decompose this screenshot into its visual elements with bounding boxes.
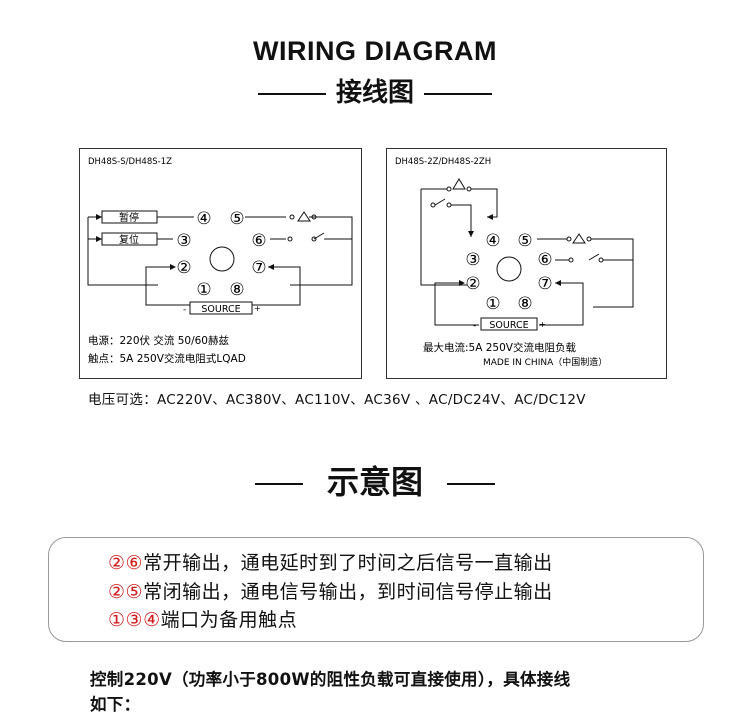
terminal-1-r: ① (485, 294, 500, 314)
terminal-1: ① (196, 280, 211, 300)
terminal-5: ⑤ (229, 209, 244, 229)
terminal-4-r: ④ (485, 231, 500, 251)
terminal-3: ③ (176, 231, 191, 251)
section-title-schematic: 示意图 (0, 457, 750, 503)
contact-r-d (598, 257, 604, 263)
switch-top (434, 198, 446, 206)
source-plus: + (254, 304, 261, 313)
terminal-7: ⑦ (251, 258, 266, 278)
terminal-2-r: ② (465, 274, 480, 294)
terminal-8-r: ⑧ (517, 294, 532, 314)
title-chinese-text: 接线图 (335, 78, 414, 108)
source-minus: - (183, 305, 186, 315)
socket-key (209, 246, 235, 272)
wiring-diagram-right: DH48S-2Z/DH48S-2ZH ④ ⑤ ③ ⑥ ② ⑦ ① (395, 157, 634, 368)
contact-r-a (566, 236, 572, 242)
made-in-china: MADE IN CHINA（中国制造） (483, 356, 607, 368)
arrow-7-r (555, 280, 561, 286)
source-plus-right: + (539, 320, 546, 329)
contact-spec: 触点：5A 250V交流电阻式LQAD (88, 352, 246, 365)
socket-key-right (496, 256, 522, 282)
arrow-reset (96, 236, 102, 242)
title-english: WIRING DIAGRAM (253, 36, 497, 66)
terminal-3-r: ③ (465, 250, 480, 270)
contact-sw-a (430, 202, 436, 208)
model-label-right: DH48S-2Z/DH48S-2ZH (395, 157, 491, 167)
wiring-panel-right: DH48S-2Z/DH48S-2ZH ④ ⑤ ③ ⑥ ② ⑦ ① (386, 148, 667, 379)
terminal-6: ⑥ (251, 231, 266, 251)
load-symbol-top (452, 178, 466, 190)
load-symbol-right (572, 233, 586, 244)
source-minus-right: - (473, 321, 476, 331)
source-label: SOURCE (201, 304, 240, 315)
arrow-3 (468, 231, 474, 237)
title-rule-left (257, 92, 326, 95)
note-terminal-nums: ①③④ (108, 609, 161, 631)
source-box-right (480, 317, 538, 331)
source-box (189, 301, 253, 315)
arrow-2-r (459, 280, 465, 286)
wire-2-to-source (145, 266, 190, 306)
wire-7-to-source (252, 266, 301, 306)
terminal-7-r: ⑦ (537, 274, 552, 294)
terminal-5-r: ⑤ (517, 231, 532, 251)
wiring-diagram-left: DH48S-S/DH48S-1Z 暂停 复位 ④ ⑤ ③ ⑥ (87, 157, 353, 365)
title-chinese: 接线图 (0, 72, 750, 109)
wiring-instruction-line-1: 控制220V（功率小于800W的阻性负载可直接使用），具体接线 (90, 670, 571, 689)
contact-r-c (568, 257, 574, 263)
wire-right-outer-rail (591, 238, 634, 308)
wire-left-outer-rail (420, 189, 467, 286)
terminal-8: ⑧ (229, 280, 244, 300)
arrow-2 (170, 264, 176, 270)
notes-box (48, 537, 704, 642)
contact-point-a (289, 214, 295, 220)
note-text: 常开输出，通电延时到了时间之后信号一直输出 (143, 552, 553, 574)
contact-sw-b (446, 202, 452, 208)
wire-to-3 (451, 204, 472, 237)
section-rule-left (254, 483, 303, 485)
wire-top-right (471, 188, 498, 218)
reset-button-label: 复位 (119, 233, 139, 246)
note-line-3: ①③④端口为备用触点 (108, 605, 297, 632)
section-title-text: 示意图 (326, 463, 423, 501)
wire-2-to-source-r (434, 282, 479, 326)
note-line-1: ②⑥常开输出，通电延时到了时间之后信号一直输出 (108, 548, 553, 575)
note-text: 端口为备用触点 (160, 609, 298, 631)
contact-point-c (287, 236, 293, 242)
source-label-right: SOURCE (489, 320, 528, 331)
terminal-6-r: ⑥ (537, 250, 552, 270)
contact-top-b (466, 186, 472, 192)
section-rule-right (447, 483, 495, 485)
arrow-4-top (487, 214, 493, 220)
arrow-7 (268, 264, 274, 270)
terminal-4: ④ (196, 209, 211, 229)
contact-top-a (446, 186, 452, 192)
pause-button-label: 暂停 (119, 211, 139, 224)
arrow-pause (96, 214, 102, 220)
contact-point-b (311, 214, 317, 220)
wire-left-rail (87, 217, 158, 286)
note-terminal-nums: ②⑤ (108, 581, 144, 603)
wire-7-to-source-r (539, 282, 584, 326)
wire-right-rail (290, 216, 353, 286)
voltage-options: 电压可选：AC220V、AC380V、AC110V、AC36V 、AC/DC24… (88, 392, 586, 408)
note-terminal-nums: ②⑥ (108, 552, 144, 574)
title-rule-right (424, 92, 492, 95)
wiring-instruction-line-2: 如下： (90, 695, 141, 714)
contact-r-b (586, 236, 592, 242)
power-spec: 电源：220伏 交流 50/60赫兹 (88, 334, 229, 347)
note-line-2: ②⑤常闭输出，通电信号输出，到时间信号停止输出 (108, 577, 553, 604)
load-symbol (297, 211, 311, 222)
terminal-2: ② (176, 258, 191, 278)
note-text: 常闭输出，通电信号输出，到时间信号停止输出 (143, 581, 553, 603)
max-current-spec: 最大电流:5A 250V交流电阻负载 (423, 341, 576, 354)
wiring-panel-left: DH48S-S/DH48S-1Z 暂停 复位 ④ ⑤ ③ ⑥ (79, 148, 362, 379)
contact-point-d (311, 236, 317, 242)
switch-right (588, 253, 600, 261)
model-label-left: DH48S-S/DH48S-1Z (88, 157, 172, 167)
